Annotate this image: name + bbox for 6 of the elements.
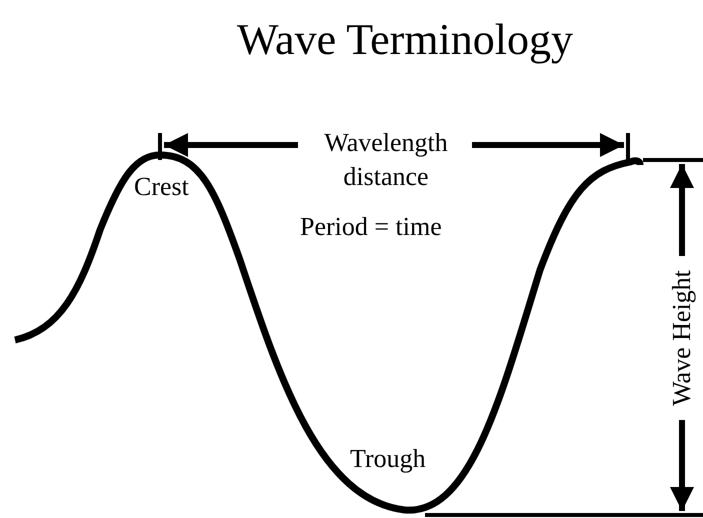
crest-label: Crest bbox=[134, 172, 189, 202]
diagram-title: Wave Terminology bbox=[236, 14, 574, 66]
trough-label: Trough bbox=[350, 444, 426, 474]
dimension-label: Wavelength distance bbox=[323, 127, 449, 193]
period-label: Period = time bbox=[300, 212, 442, 242]
dimension-label: Wave Height bbox=[667, 269, 697, 408]
